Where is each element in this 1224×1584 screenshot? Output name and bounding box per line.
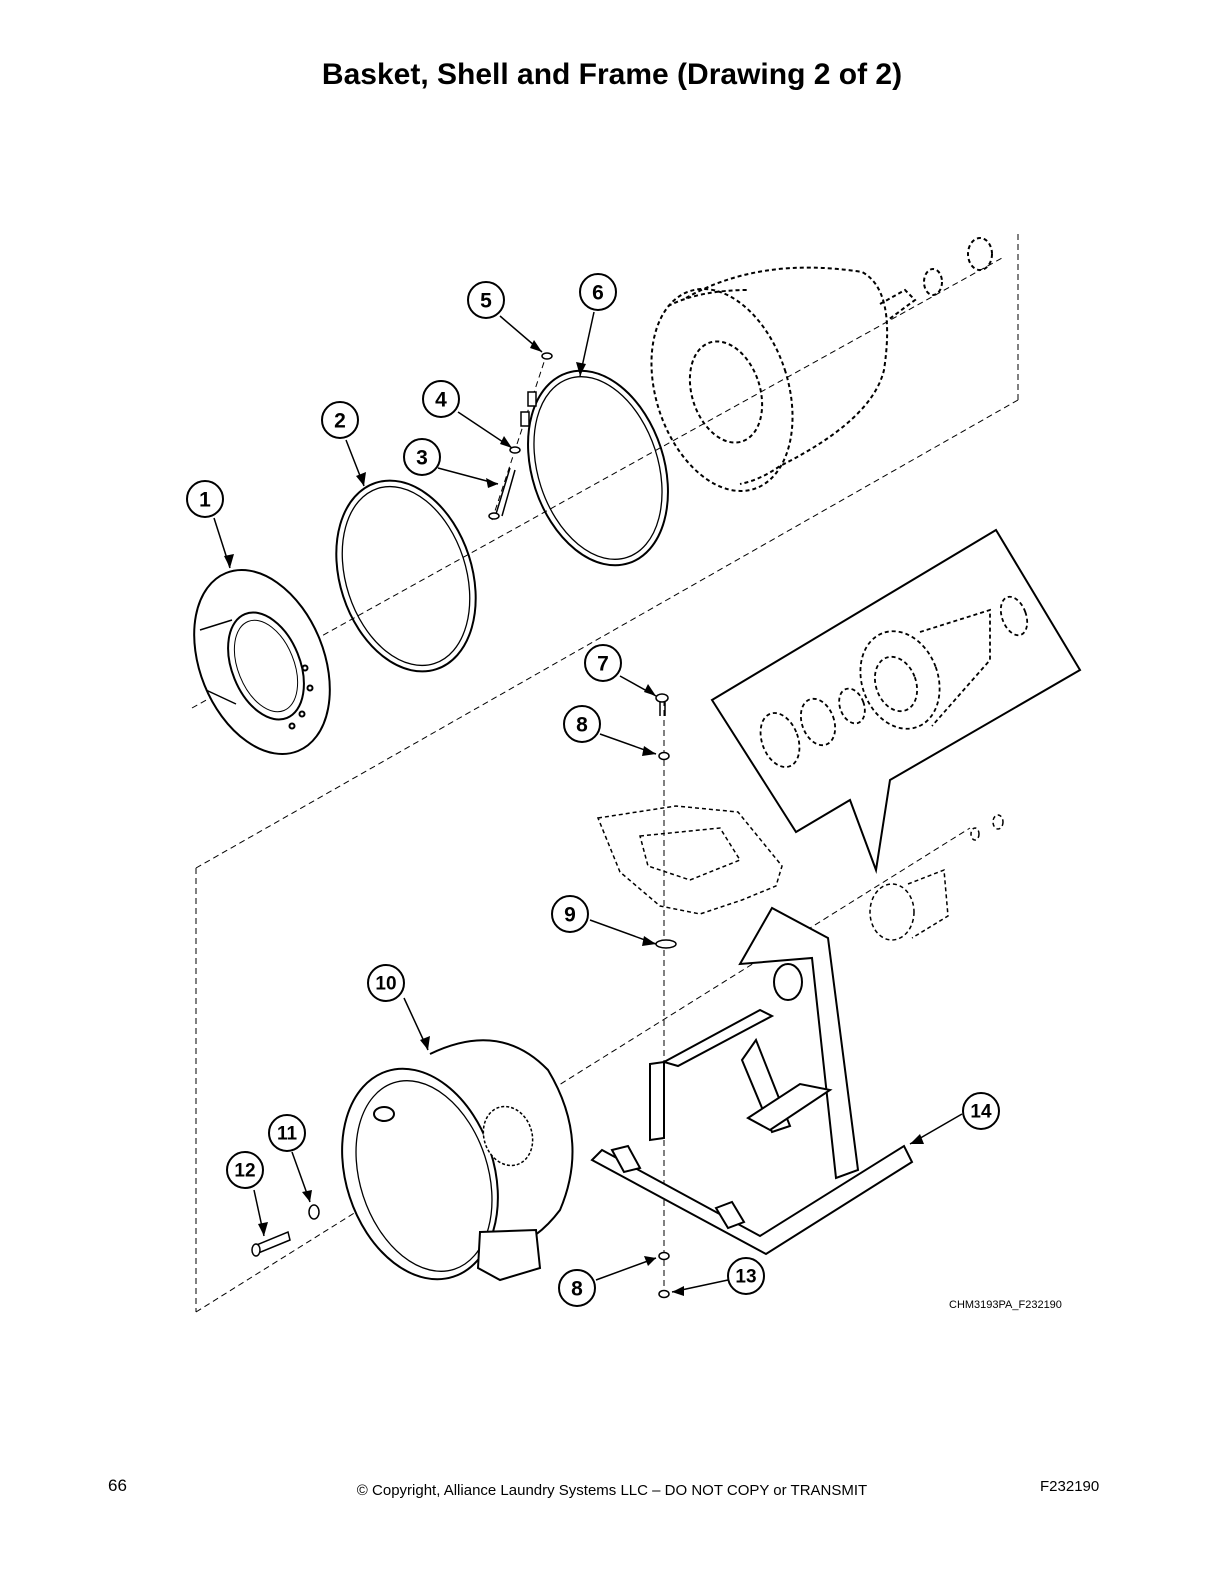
front-panel: [193, 569, 331, 755]
callout-2: 2: [334, 410, 346, 433]
callout-circle-1: [186, 480, 224, 518]
callout-3: 3: [416, 447, 428, 470]
callout-8a: 8: [576, 714, 588, 737]
copyright-notice: © Copyright, Alliance Laundry Systems LL…: [356, 1482, 868, 1499]
page-title: Basket, Shell and Frame (Drawing 2 of 2): [321, 58, 903, 91]
shell-bolt: [251, 1204, 320, 1257]
basket-reference: [650, 237, 993, 492]
callout-circle-6: [579, 273, 617, 311]
mounting-hardware: [655, 693, 677, 1299]
callout-circle-5: [467, 281, 505, 319]
callout-12: 12: [234, 1161, 255, 1182]
detail-callout-box: [710, 528, 1082, 874]
callout-13: 13: [735, 1267, 756, 1288]
callout-6: 6: [592, 282, 604, 305]
callout-1: 1: [199, 489, 211, 512]
callout-5: 5: [480, 290, 492, 313]
document-code: F232190: [1040, 1478, 1100, 1495]
clamp-screw: [488, 352, 553, 520]
drawing-code: CHM3193PA_F232190: [949, 1299, 1062, 1311]
callout-10: 10: [375, 974, 396, 995]
callout-4: 4: [435, 389, 447, 412]
callout-14: 14: [970, 1102, 992, 1123]
callout-circle-4: [422, 380, 460, 418]
callout-circle-13: [727, 1257, 765, 1295]
callout-circle-11: [268, 1114, 306, 1152]
outer-shell: [341, 1039, 574, 1282]
page-number: 66: [108, 1476, 127, 1495]
callout-circle-14: [962, 1092, 1000, 1130]
frame-base: [590, 906, 914, 1256]
callout-circle-8a: [563, 705, 601, 743]
callout-circle-10: [367, 964, 405, 1002]
callout-labels: 1 2 3 4 5 6 7 8 9 10 11 12 13 14 8: [199, 282, 992, 1301]
clamp-band: [520, 369, 669, 567]
callout-circle-12: [226, 1151, 264, 1189]
callout-11: 11: [277, 1124, 298, 1145]
detail-hub-view: [759, 595, 1029, 768]
callout-circle-7: [584, 644, 622, 682]
callout-circle-2: [321, 401, 359, 439]
callout-9: 9: [564, 904, 576, 927]
callout-circles: [186, 273, 1000, 1307]
bearing-housing-reference: [596, 805, 783, 915]
hub-assembly: [869, 814, 1004, 941]
assembly-axis-lines: [191, 234, 1019, 1313]
callout-circle-9: [551, 895, 589, 933]
callout-8b: 8: [571, 1278, 583, 1301]
arrow-heads: [224, 340, 924, 1296]
door-seal-ring: [335, 479, 477, 673]
callout-circle-8b: [558, 1269, 596, 1307]
callout-circle-3: [403, 438, 441, 476]
callout-7: 7: [597, 653, 609, 676]
